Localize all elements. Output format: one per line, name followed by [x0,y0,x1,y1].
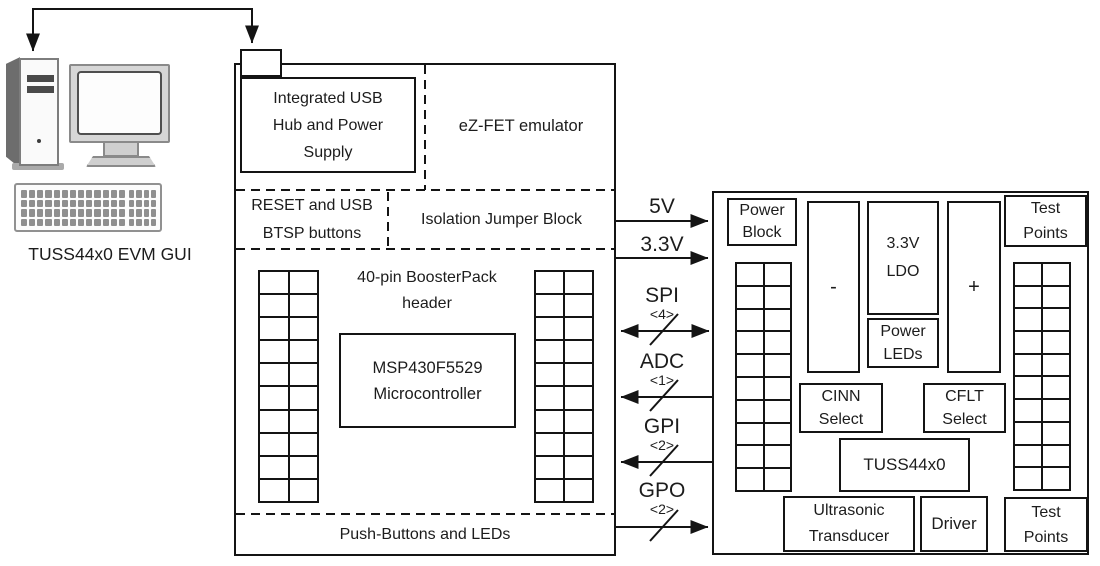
negative-rail-box: - [807,201,860,373]
ezfet-emulator-label: eZ-FET emulator [458,117,584,136]
evm-pin-grid-right [1013,262,1071,491]
pushbuttons-leds-label: Push-Buttons and LEDs [339,526,511,544]
computer-tower-base [12,163,64,170]
keyboard-main-keys [21,190,125,226]
evm-pin-grid-left [735,262,792,492]
signal-bus-width: <4> [649,306,675,322]
signal-spi-label: SPI <4> [617,285,707,322]
signal-gpi-label: GPI <2> [617,416,707,453]
signal-name: GPO [638,479,686,502]
test-points-top-box: Test Points [1004,195,1087,247]
signal-name: SPI [645,284,679,307]
signal-gpo-label: GPO <2> [617,480,707,517]
gui-caption: TUSS44x0 EVM GUI [28,244,192,265]
signal-bus-width: <1> [649,372,675,388]
positive-rail-box: + [947,201,1001,373]
signal-adc-label: ADC <1> [617,351,707,388]
signal-bus-width: <2> [649,501,675,517]
boosterpack-header-label: 40-pin BoosterPack header [357,268,497,312]
signal-name: ADC [639,350,685,373]
computer-monitor-screen [77,71,162,135]
reset-btsp-label: RESET and USB BTSP buttons [251,197,373,242]
computer-tower-side [6,57,20,168]
test-points-bottom-box: Test Points [1004,497,1088,552]
tower-vent-slot [27,75,54,82]
tower-power-led [37,139,41,143]
ldo-box: 3.3V LDO [867,201,939,315]
cflt-select-box: CFLT Select [923,383,1006,433]
tower-vent-slot [27,86,54,93]
isolation-jumper-label: Isolation Jumper Block [421,211,582,229]
ultrasonic-transducer-box: Ultrasonic Transducer [783,496,915,552]
keyboard-numpad-keys [129,190,156,226]
signal-5v-label: 5V [649,195,675,218]
power-leds-box: Power LEDs [867,318,939,368]
signal-name: GPI [643,415,681,438]
usb-hub-box: Integrated USB Hub and Power Supply [240,77,416,173]
pin-header-grid-right [534,270,594,503]
pin-header-grid-left [258,270,319,503]
driver-box: Driver [920,496,988,552]
monitor-stand-base [86,156,156,167]
signal-bus-width: <2> [649,437,675,453]
monitor-stand-neck [103,143,139,157]
signal-3v3-label: 3.3V [640,233,684,256]
tuss44x0-box: TUSS44x0 [839,438,970,492]
usb-connector-tab [240,49,282,77]
cinn-select-box: CINN Select [799,383,883,433]
power-block-box: Power Block [727,198,797,246]
mcu-box: MSP430F5529 Microcontroller [339,333,516,428]
